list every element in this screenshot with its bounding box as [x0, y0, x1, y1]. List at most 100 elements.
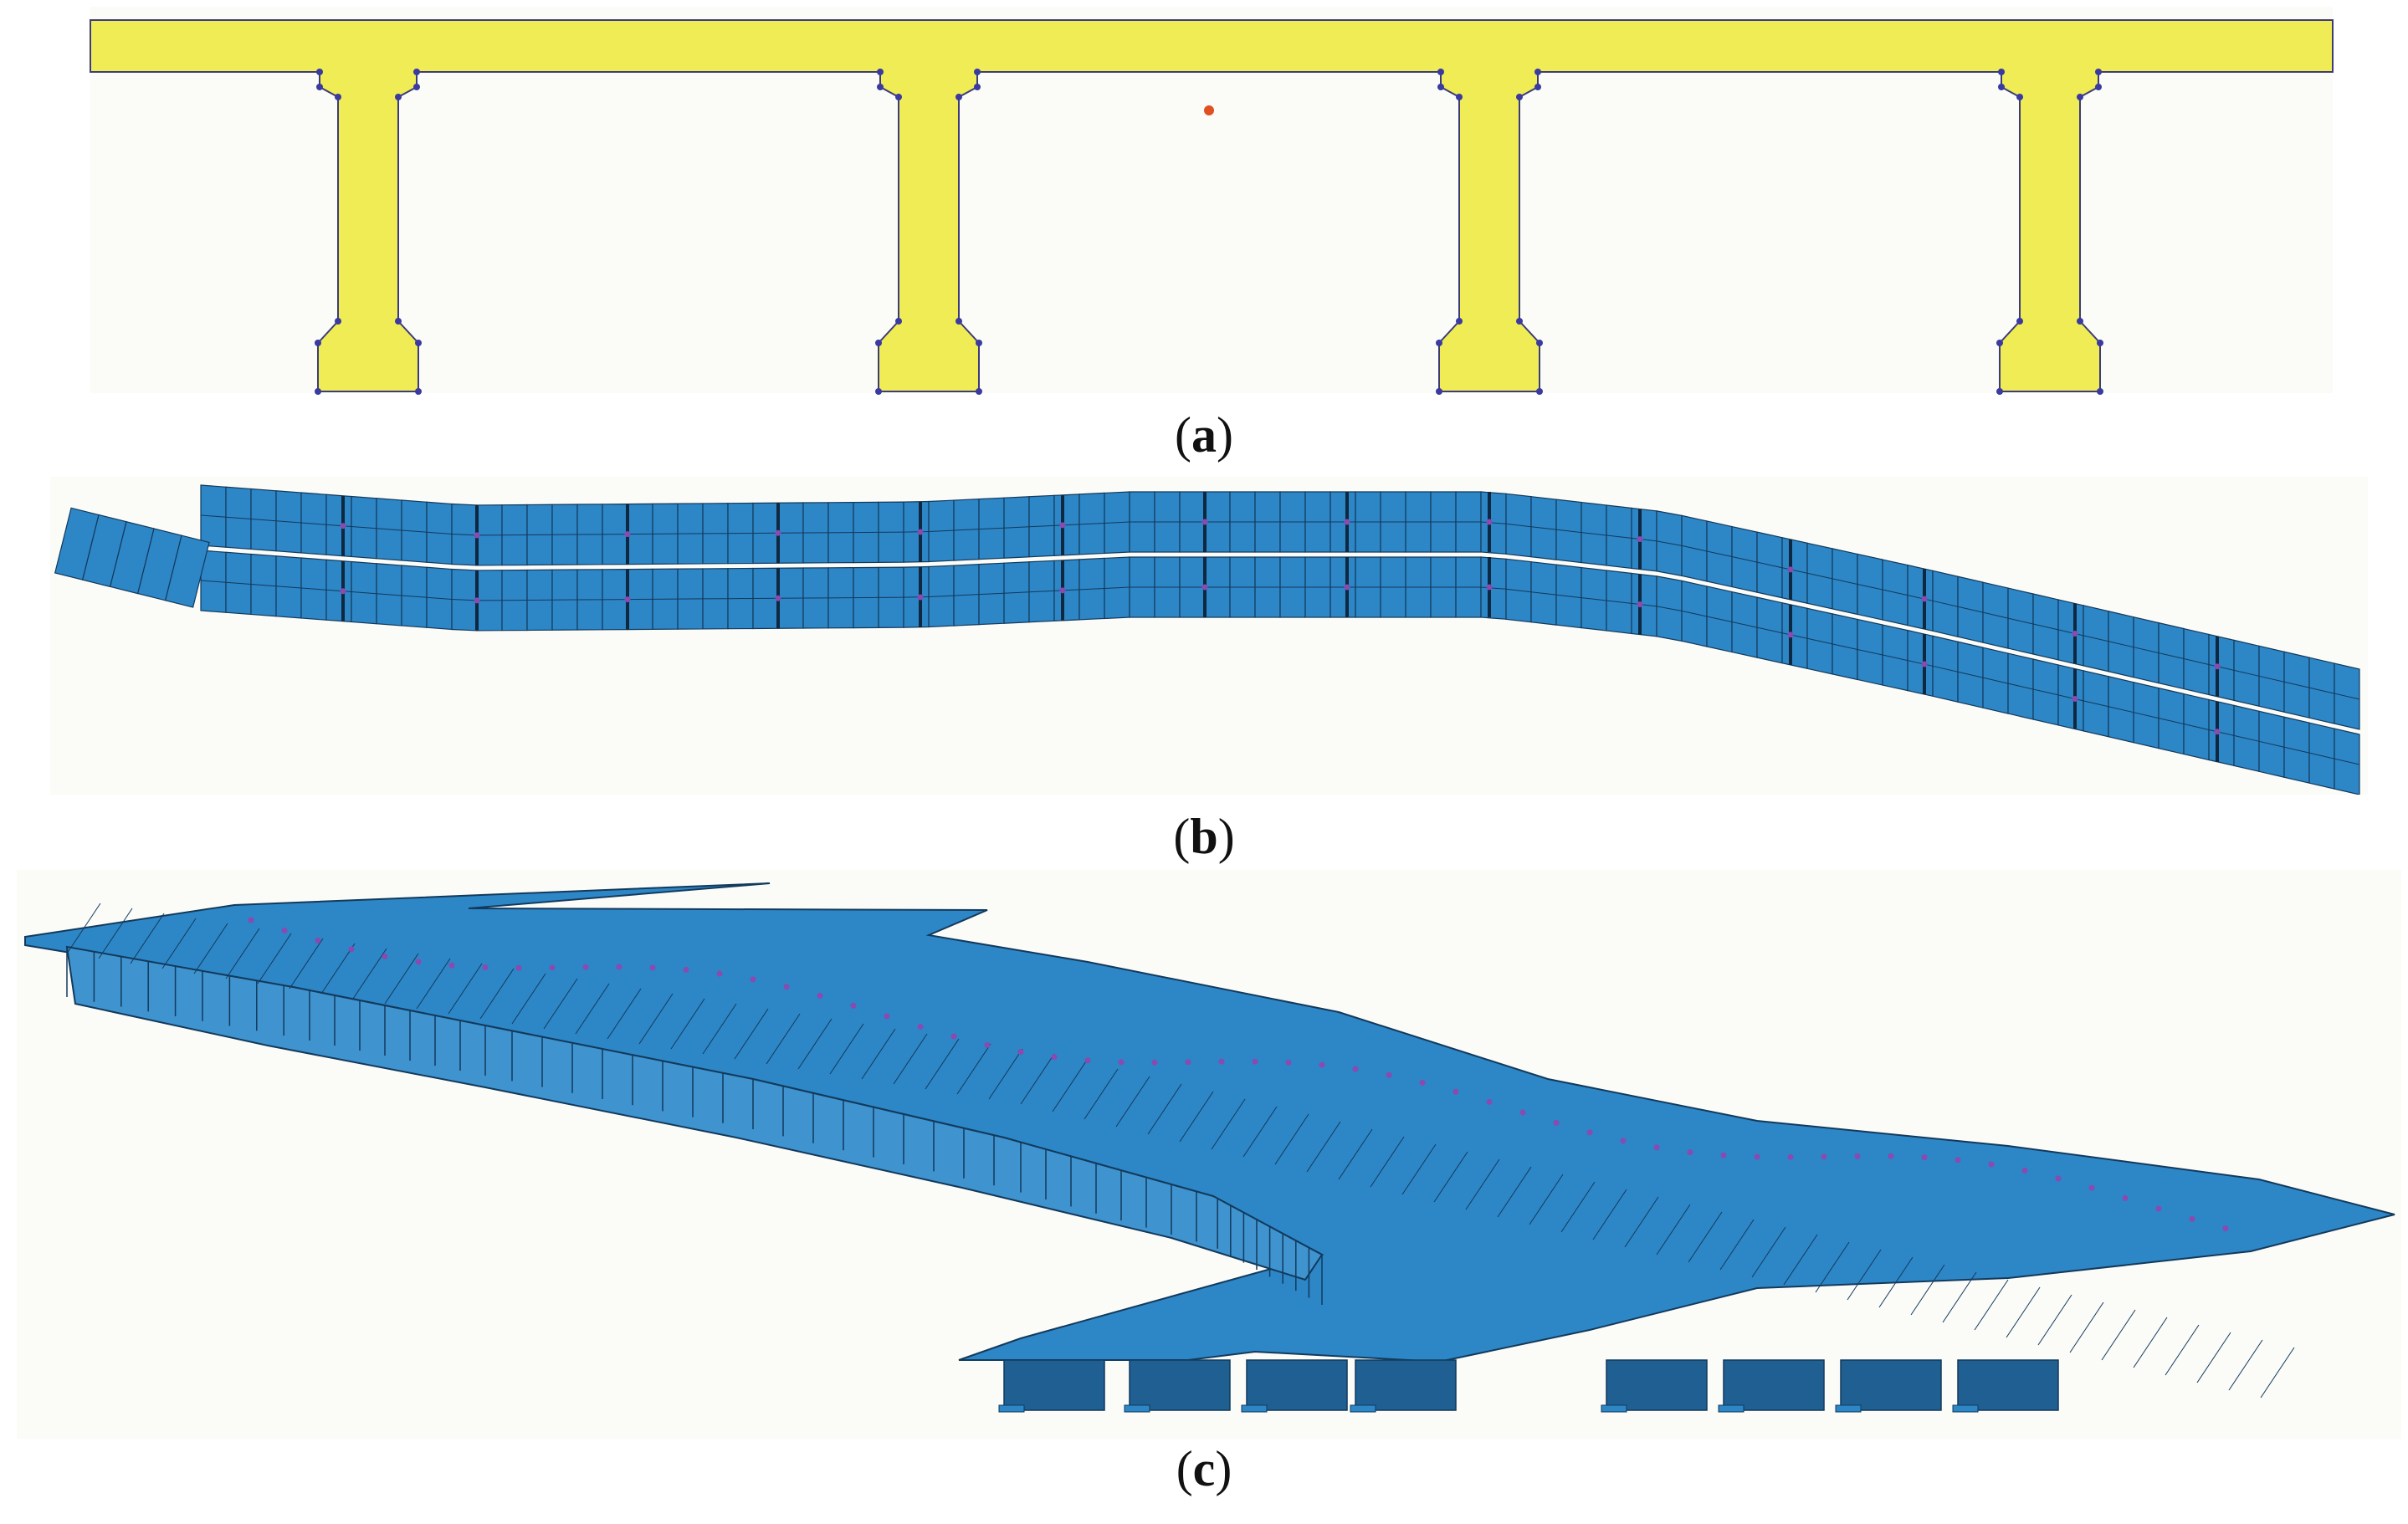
mesh-element-line	[2183, 658, 2210, 665]
section-node	[895, 318, 902, 325]
deck-mesh-line	[1497, 1166, 1532, 1218]
section-node	[1996, 340, 2003, 346]
3d-model-drawing	[17, 870, 2401, 1439]
deck-mesh-line	[1179, 1091, 1214, 1143]
deck-mesh-line	[448, 963, 483, 1015]
section-node	[2095, 69, 2102, 75]
deck-mesh-line	[1274, 1113, 1309, 1165]
tendon-node	[582, 964, 589, 970]
mesh-element-line	[1656, 606, 1683, 611]
section-node	[315, 340, 321, 346]
mesh-element-line	[953, 529, 980, 531]
tendon-node	[382, 953, 388, 959]
deck-mesh-line	[797, 1018, 833, 1070]
section-node	[1516, 318, 1523, 325]
section-node	[415, 340, 422, 346]
tendon-node	[1854, 1153, 1861, 1159]
cross-section-panel	[0, 0, 2408, 401]
mesh-element-line	[903, 531, 930, 533]
section-node	[875, 388, 882, 395]
section-node	[415, 388, 422, 395]
mesh-element-line	[275, 520, 302, 524]
mesh-element-line	[1581, 532, 1607, 536]
mesh-element-line	[250, 584, 277, 587]
mesh-element-line	[1581, 597, 1607, 601]
section-node	[877, 84, 884, 90]
deck-mesh-line	[2101, 1309, 2136, 1361]
mesh-element-line	[1756, 561, 1783, 569]
tendon-node	[1687, 1149, 1693, 1156]
mesh-element-line	[1530, 591, 1557, 596]
section-node	[2095, 84, 2102, 90]
i-girder-flange	[998, 1404, 1025, 1413]
mesh-element-line	[1957, 606, 1984, 613]
support-node	[340, 523, 346, 529]
tendon-node	[1519, 1109, 1526, 1116]
tendon-node	[649, 964, 656, 971]
deck-mesh-line	[98, 908, 133, 959]
section-node	[395, 318, 402, 325]
tendon-node	[1653, 1144, 1660, 1151]
mesh-element-line	[300, 587, 327, 591]
mesh-element-line	[2283, 681, 2310, 688]
section-node	[1536, 388, 1543, 395]
section-node	[335, 94, 341, 100]
i-girder-1	[1003, 1359, 1105, 1411]
deck-mesh-line	[2228, 1339, 2263, 1391]
mesh-element-line	[1731, 621, 1758, 628]
mesh-element	[164, 534, 210, 608]
section-node	[316, 84, 323, 90]
support-node	[2072, 631, 2078, 637]
i-girder-flange	[1601, 1404, 1627, 1413]
mesh-element-line	[1781, 632, 1808, 639]
tendon-node	[2155, 1205, 2162, 1212]
section-node	[2077, 318, 2083, 325]
mesh-element-line	[1832, 643, 1858, 650]
deck-mesh-line	[1115, 1076, 1150, 1128]
mesh-element-line	[1706, 616, 1733, 623]
mesh-element-line	[250, 519, 277, 522]
mesh-element-line	[2108, 641, 2134, 648]
mesh-element-line	[1857, 648, 1883, 656]
section-node	[1516, 94, 1523, 100]
tendon-node	[549, 964, 556, 971]
deck-mesh-line	[352, 948, 387, 1000]
mesh-element-line	[426, 596, 453, 600]
section-node	[976, 340, 982, 346]
mesh-element-line	[1756, 626, 1783, 634]
mesh-element-line	[2133, 712, 2160, 719]
mesh-element-line	[1053, 589, 1080, 591]
mesh-element-line	[1982, 677, 2009, 684]
support-node	[1059, 522, 1066, 529]
section-node	[1998, 69, 2005, 75]
tendon-node	[917, 1023, 924, 1030]
mesh-element-line	[2308, 687, 2335, 694]
deck-mesh-line	[829, 1023, 864, 1075]
support-node	[1486, 584, 1493, 591]
section-node	[974, 84, 981, 90]
tendon-node	[817, 992, 823, 999]
tendon-node	[1988, 1161, 1995, 1168]
mesh-element-line	[1104, 586, 1130, 589]
tendon-node	[1452, 1088, 1459, 1095]
mesh-element-line	[1530, 526, 1557, 530]
i-girder-5	[1606, 1359, 1708, 1411]
tendon-node	[1017, 1049, 1024, 1056]
plan-mesh-drawing	[50, 477, 2368, 795]
tendon-node	[984, 1041, 991, 1048]
section-node	[1534, 84, 1541, 90]
tendon-node	[1386, 1071, 1392, 1078]
mesh-element-line	[2258, 675, 2285, 683]
tendon-node	[1821, 1153, 1827, 1160]
tendon-node	[1151, 1059, 1158, 1066]
support-node	[474, 532, 480, 539]
tendon-node	[1419, 1079, 1426, 1086]
mesh-element-line	[1907, 595, 1934, 601]
i-girder-flange	[1350, 1404, 1376, 1413]
mesh-element-line	[275, 586, 302, 589]
mesh-element-line	[225, 581, 252, 585]
support-node	[1787, 566, 1794, 573]
mesh-element-line	[2208, 729, 2235, 736]
mesh-element-line	[2233, 669, 2260, 677]
deck-mesh-line	[384, 953, 419, 1005]
